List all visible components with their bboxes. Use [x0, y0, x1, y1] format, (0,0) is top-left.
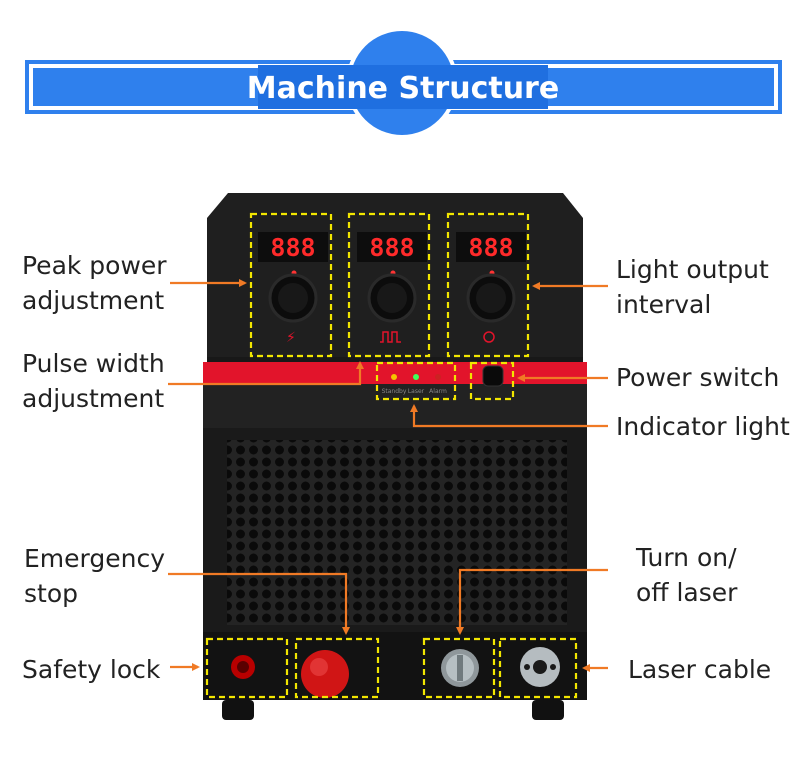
label-light-output-line2: interval — [616, 290, 712, 319]
arrow-pulse — [168, 361, 364, 386]
label-emergency-line1: Emergency — [24, 544, 166, 573]
highlight-peak — [249, 212, 333, 358]
callout-arrows — [168, 279, 608, 672]
label-emergency-line2: stop — [24, 579, 78, 608]
lightning-icon: ⚡ — [286, 330, 296, 346]
alarm-light — [435, 374, 441, 380]
highlight-cable — [498, 637, 578, 699]
label-peak-power: Peak power adjustment — [22, 248, 167, 318]
indicator-label-standby: Standby — [382, 388, 407, 395]
label-peak-power-line2: adjustment — [22, 286, 165, 315]
highlight-indicators — [375, 361, 457, 401]
highlight-boxes — [205, 212, 578, 699]
vent-grille — [227, 440, 567, 625]
control-group-pulse: 888 — [357, 232, 427, 343]
label-emergency-stop: Emergency stop — [24, 541, 165, 611]
highlight-power — [469, 361, 515, 401]
control-group-interval: 888 — [456, 232, 526, 343]
standby-light — [391, 374, 397, 380]
header-title: Machine Structure — [247, 71, 559, 106]
label-indicator-light: Indicator light — [616, 412, 790, 441]
arrow-estop — [168, 572, 350, 635]
emergency-stop-button[interactable] — [301, 650, 349, 698]
highlight-interval — [446, 212, 530, 358]
label-pulse-width: Pulse width adjustment — [22, 346, 165, 416]
label-light-output-line1: Light output — [616, 255, 769, 284]
label-turn-on-line1: Turn on/ — [636, 543, 737, 572]
display-peak: 888 — [270, 233, 315, 262]
timer-icon — [483, 331, 495, 343]
label-peak-power-line1: Peak power — [22, 251, 167, 280]
label-laser-cable: Laser cable — [628, 655, 772, 684]
arrow-indicator — [410, 404, 608, 428]
label-turn-on-off: Turn on/ off laser — [636, 540, 737, 610]
arrow-turn-on — [456, 568, 608, 635]
laser-light — [413, 374, 419, 380]
label-light-output: Light output interval — [616, 252, 769, 322]
label-power-switch: Power switch — [616, 363, 780, 392]
highlight-estop — [294, 637, 380, 699]
highlight-safety — [205, 637, 289, 699]
safety-lock-socket[interactable] — [231, 655, 255, 679]
indicator-label-laser: Laser — [408, 388, 425, 395]
indicator-label-alarm: Alarm — [429, 388, 447, 395]
label-turn-on-line2: off laser — [636, 578, 738, 607]
label-pulse-width-line1: Pulse width — [22, 349, 165, 378]
laser-cable-port[interactable] — [520, 647, 560, 687]
display-interval: 888 — [468, 233, 513, 262]
indicator-lights: Standby Laser Alarm — [382, 374, 447, 395]
display-pulse: 888 — [369, 233, 414, 262]
header-banner: Machine Structure — [25, 27, 782, 139]
power-switch-button[interactable] — [482, 365, 504, 387]
red-band — [203, 362, 587, 384]
label-pulse-width-line2: adjustment — [22, 384, 165, 413]
highlight-pulse — [347, 212, 431, 358]
control-group-peak: 888 ⚡ — [258, 232, 328, 346]
highlight-keyswitch — [422, 637, 496, 699]
key-switch[interactable] — [441, 649, 479, 687]
label-safety-lock: Safety lock — [22, 655, 161, 684]
pulse-wave-icon — [380, 331, 401, 343]
